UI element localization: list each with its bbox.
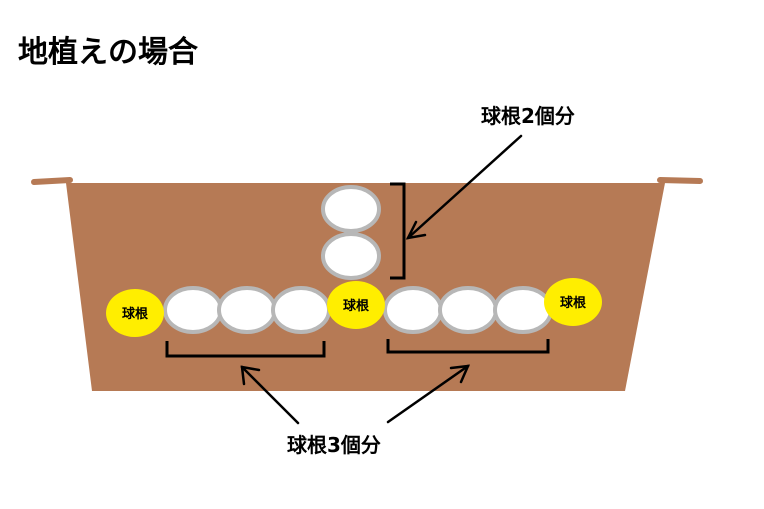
arrow-to-right-bracket — [386, 364, 471, 424]
bulb-label: 球根 — [560, 295, 587, 311]
bulb-left: 球根 — [106, 289, 164, 337]
left-bracket — [165, 341, 326, 358]
bulb-label: 球根 — [343, 298, 370, 314]
bulb-center: 球根 — [327, 281, 385, 329]
right-spacers — [383, 286, 553, 334]
spacer-circle — [321, 185, 381, 233]
spacer-circle — [493, 286, 553, 334]
page-title: 地植えの場合 — [18, 35, 198, 70]
spacing-vertical-label: 球根2個分 — [481, 104, 575, 128]
soil-right-rim — [657, 177, 703, 184]
bulb-circle — [106, 289, 164, 337]
spacer-circle — [271, 286, 331, 334]
spacer-circle — [163, 286, 223, 334]
bulb-right: 球根 — [544, 278, 602, 326]
bulb-circle — [327, 281, 385, 329]
arrow-to-vertical-bracket — [405, 134, 523, 240]
soil-left-rim — [31, 177, 73, 185]
spacing-horizontal-label: 球根3個分 — [287, 433, 381, 457]
left-spacers — [163, 286, 331, 334]
arrow-to-left-bracket — [240, 365, 300, 425]
right-bracket — [386, 339, 550, 354]
spacer-circle — [321, 232, 381, 280]
vertical-spacers — [321, 185, 381, 280]
bulb-label: 球根 — [122, 306, 149, 322]
bulb-circle — [544, 278, 602, 326]
spacer-circle — [383, 286, 443, 334]
spacer-circle — [438, 286, 498, 334]
spacer-circle — [217, 286, 277, 334]
vertical-bracket — [390, 182, 406, 280]
